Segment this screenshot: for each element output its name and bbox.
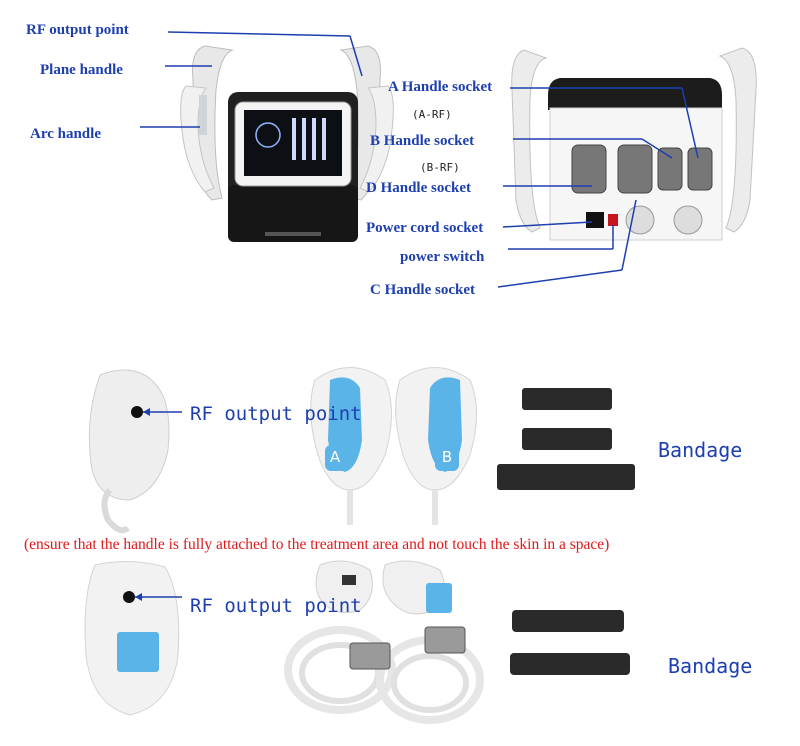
middle-row-photo <box>0 350 800 540</box>
label-plane-handle: Plane handle <box>40 62 123 78</box>
label-rf-output-point-top: RF output point <box>26 22 129 38</box>
device-front-illustration <box>140 31 394 242</box>
label-rf-output-point-bottom: RF output point <box>190 595 362 617</box>
middle-row-illustration <box>88 367 635 534</box>
bottom-row-illustration <box>84 560 630 724</box>
handle-b-letter: B <box>441 448 453 466</box>
label-bandage-middle: Bandage <box>658 438 743 462</box>
device-back-illustration <box>497 47 757 288</box>
label-d-handle-socket: D Handle socket <box>366 180 471 196</box>
label-arc-handle: Arc handle <box>30 126 101 142</box>
device-front-photo <box>0 0 400 260</box>
label-rf-output-point-middle: RF output point <box>190 403 362 425</box>
label-b-rf: (B-RF) <box>420 161 460 174</box>
label-a-rf: (A-RF) <box>412 108 452 121</box>
handle-a-letter: A <box>329 448 341 466</box>
device-back-photo <box>360 0 800 310</box>
label-c-handle-socket: C Handle socket <box>370 282 475 298</box>
label-power-switch: power switch <box>400 249 485 265</box>
usage-note: (ensure that the handle is fully attache… <box>24 536 610 553</box>
bottom-row-photo <box>0 555 800 746</box>
label-a-handle-socket: A Handle socket <box>388 79 493 95</box>
label-power-cord-socket: Power cord socket <box>366 220 484 236</box>
label-b-handle-socket: B Handle socket <box>370 133 475 149</box>
label-bandage-bottom: Bandage <box>668 654 753 678</box>
